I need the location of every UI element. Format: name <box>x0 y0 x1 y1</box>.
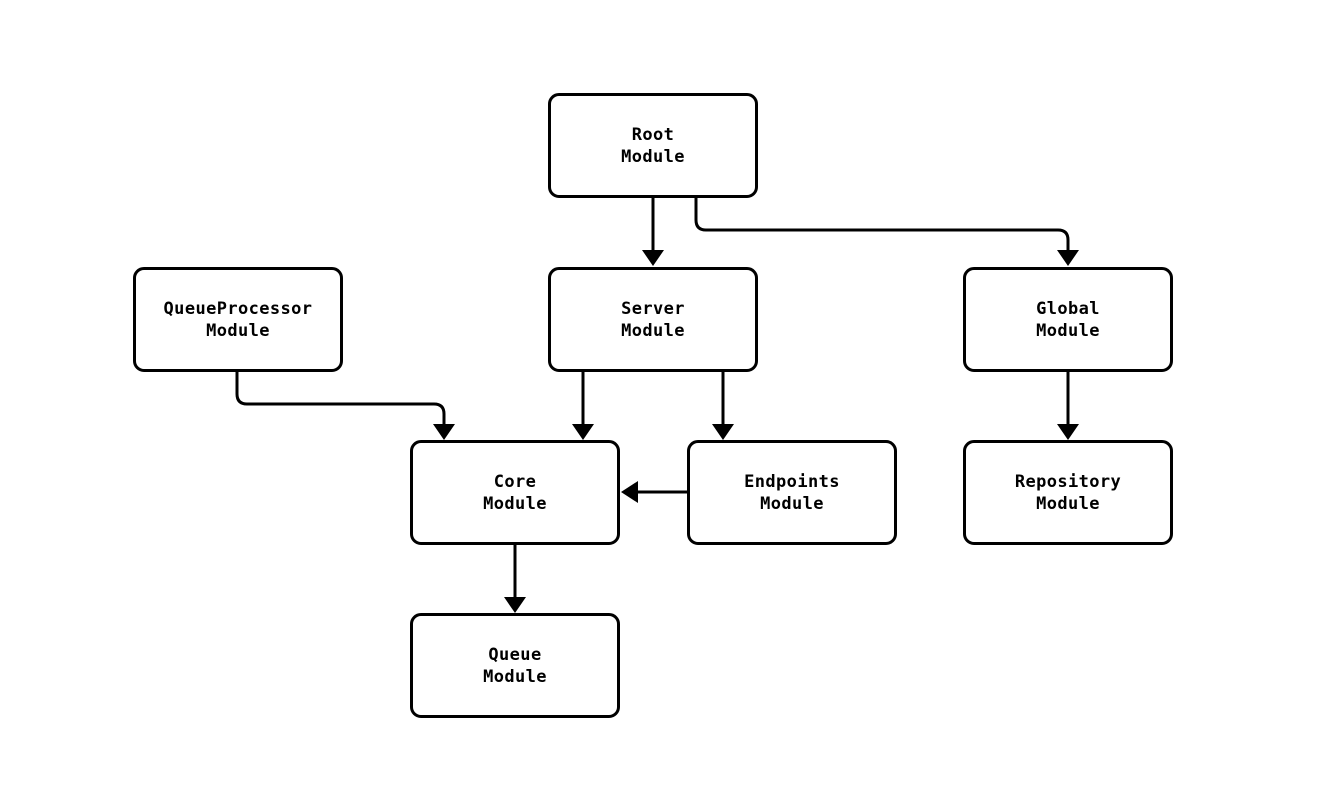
edge-global-to-repository <box>1057 372 1079 440</box>
arrowhead-icon <box>1057 250 1079 266</box>
arrowhead-icon <box>621 481 638 503</box>
node-queue-module[interactable]: Queue Module <box>410 613 620 718</box>
node-global-module-label: Global Module <box>1036 298 1100 341</box>
edge-root-to-server <box>642 198 664 266</box>
arrowhead-icon <box>1057 424 1079 440</box>
node-core-module-label: Core Module <box>483 471 547 514</box>
arrowhead-icon <box>504 597 526 613</box>
node-server-module-label: Server Module <box>621 298 685 341</box>
node-repository-module[interactable]: Repository Module <box>963 440 1173 545</box>
edge-root-to-global <box>694 198 1079 266</box>
node-server-module[interactable]: Server Module <box>548 267 758 372</box>
node-core-module[interactable]: Core Module <box>410 440 620 545</box>
node-queueprocessor-module-label: QueueProcessor Module <box>163 298 313 341</box>
node-queue-module-label: Queue Module <box>483 644 547 687</box>
arrowhead-icon <box>433 424 455 440</box>
edge-line <box>694 198 1070 252</box>
edge-server-to-endpoints <box>712 372 734 440</box>
node-endpoints-module[interactable]: Endpoints Module <box>687 440 897 545</box>
edge-line <box>235 372 446 426</box>
arrowhead-icon <box>712 424 734 440</box>
edge-queueprocessor-to-core <box>235 372 455 440</box>
edge-core-to-queue <box>504 545 526 613</box>
node-root-module-label: Root Module <box>621 124 685 167</box>
node-queueprocessor-module[interactable]: QueueProcessor Module <box>133 267 343 372</box>
arrowhead-icon <box>642 250 664 266</box>
node-root-module[interactable]: Root Module <box>548 93 758 198</box>
edge-endpoints-to-core <box>621 481 687 503</box>
node-global-module[interactable]: Global Module <box>963 267 1173 372</box>
node-repository-module-label: Repository Module <box>1014 471 1122 514</box>
node-endpoints-module-label: Endpoints Module <box>744 471 840 514</box>
arrowhead-icon <box>572 424 594 440</box>
edge-server-to-core <box>572 372 594 440</box>
